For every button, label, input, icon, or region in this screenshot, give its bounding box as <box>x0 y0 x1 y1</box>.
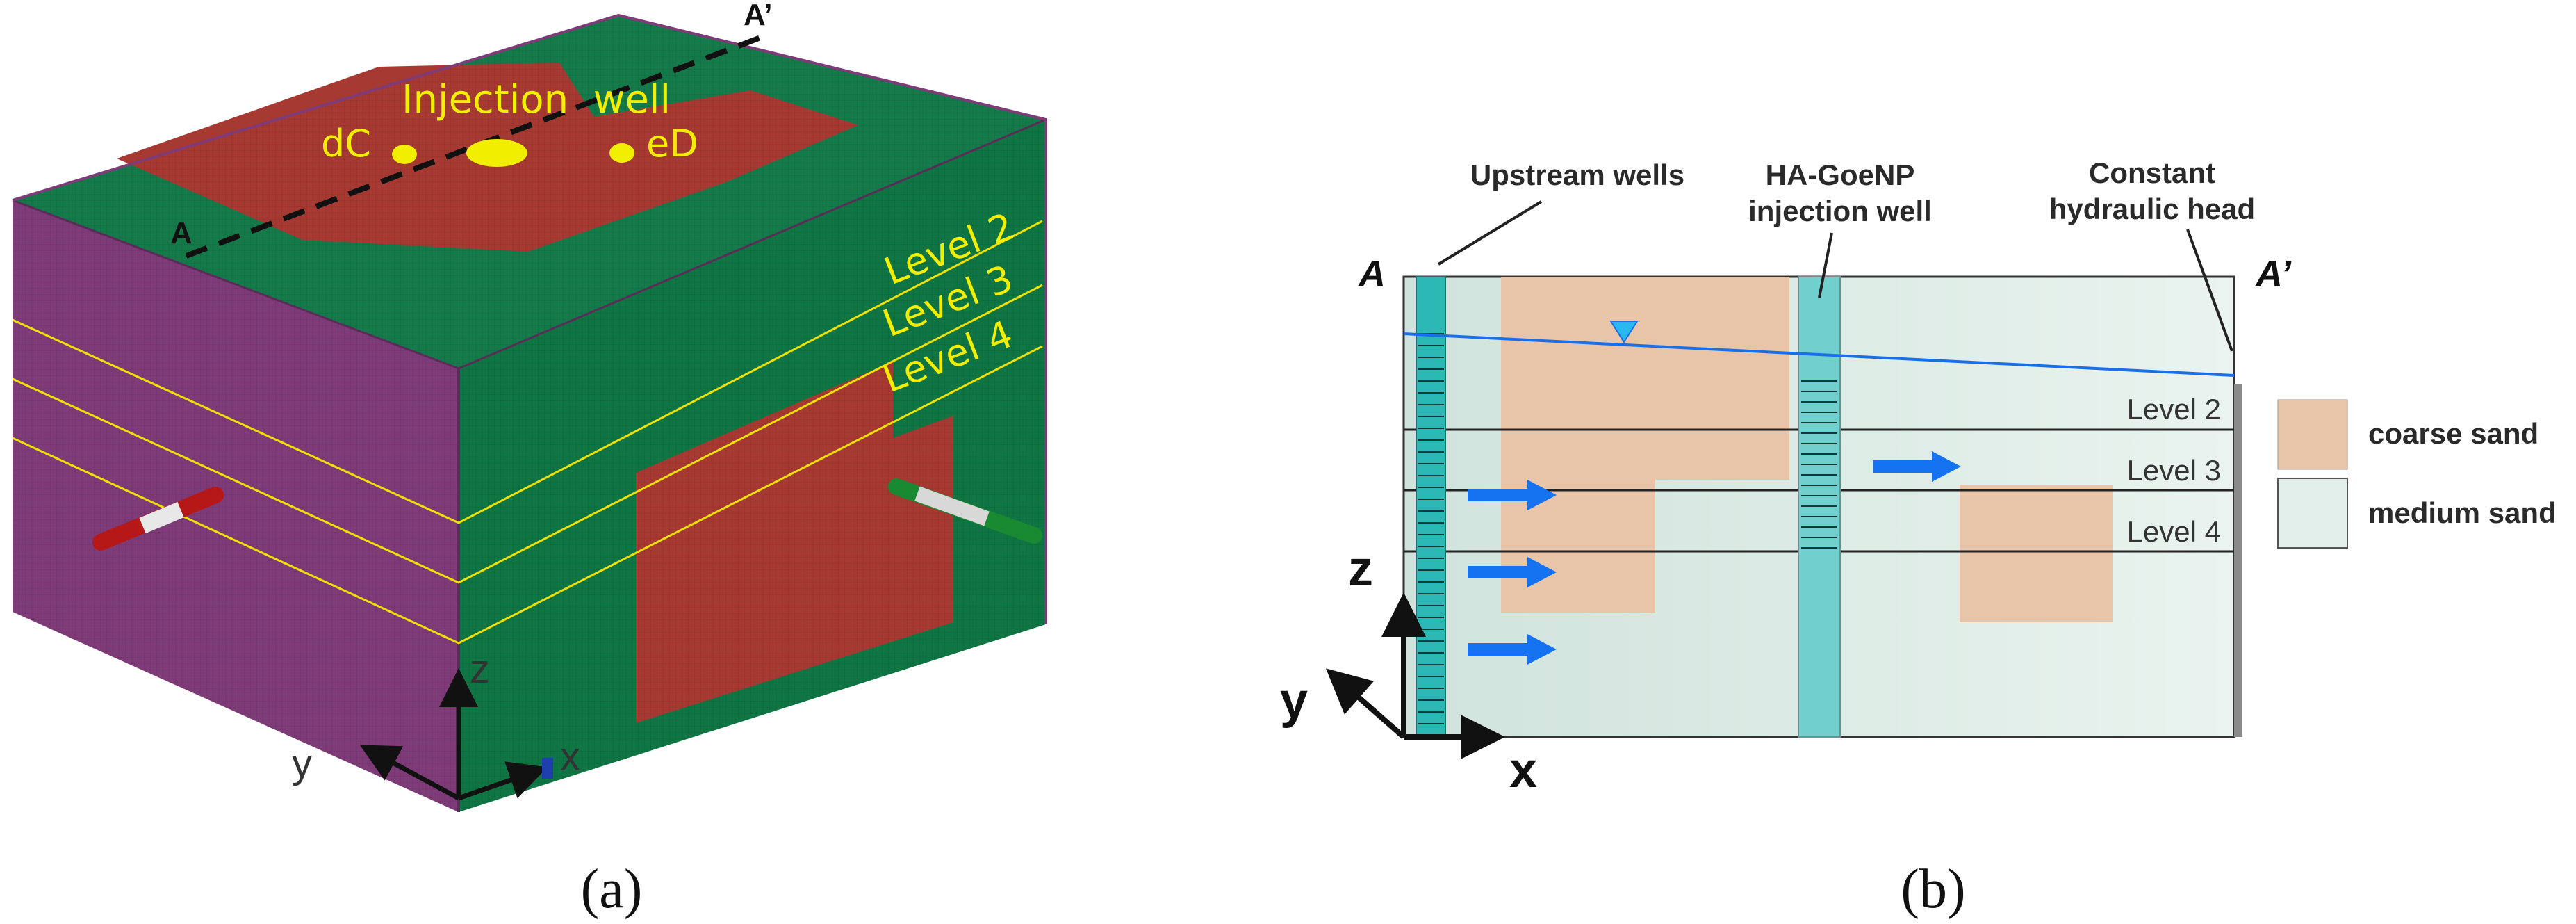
injection-well-marker <box>466 139 527 167</box>
legend-swatch-medium-sand <box>2277 478 2348 549</box>
panel-b-caption: (b) <box>1901 859 1965 920</box>
injection-well-label-2: injection well <box>1748 195 1932 227</box>
panel-a: A A’ Injection well dC eD Level 2 Level … <box>12 0 1047 920</box>
point-a-label: A <box>170 216 192 250</box>
water-table-line <box>1403 332 2235 377</box>
upstream-wells-label: Upstream wells <box>1470 159 1684 191</box>
legend: coarse sand medium sand <box>2277 399 2557 549</box>
section-level-3-label: Level 3 <box>2127 454 2221 487</box>
constant-head-boundary <box>2234 384 2242 737</box>
axis-z-label: z <box>470 647 490 692</box>
section-point-a-prime: A’ <box>2254 253 2292 295</box>
panel-a-caption: (a) <box>581 859 643 920</box>
injection-well-label-1: HA-GoeNP <box>1766 159 1915 191</box>
upstream-well-column <box>1416 276 1446 738</box>
coarse-sand-zone-1 <box>1501 277 1789 613</box>
green-well-pipe <box>888 478 1042 544</box>
point-a-prime-label: A’ <box>744 0 773 32</box>
section-axis-y-label: y <box>1280 673 1308 729</box>
axis-x-label: x <box>560 734 580 779</box>
well-ed-label: eD <box>646 122 698 165</box>
well-dc-label: dC <box>321 122 371 165</box>
section-axis-x-label: x <box>1509 743 1537 798</box>
level-lines <box>12 220 1043 645</box>
section-level-2-label: Level 2 <box>2127 393 2221 425</box>
red-well-pipe <box>92 487 224 551</box>
section-level-4-label: Level 4 <box>2127 515 2221 548</box>
axis-y-label: y <box>292 741 312 786</box>
constant-head-label-2: hydraulic head <box>2049 193 2255 225</box>
legend-label-medium-sand: medium sand <box>2368 496 2557 529</box>
well-dc-marker <box>392 145 417 164</box>
section-axis-y-arrow <box>1325 668 1406 740</box>
well-ed-marker <box>609 143 634 163</box>
legend-label-coarse-sand: coarse sand <box>2368 417 2538 450</box>
coarse-sand-zone-2 <box>1960 485 2113 622</box>
flow-arrows <box>1468 451 1961 665</box>
constant-head-label-1: Constant <box>2089 156 2215 189</box>
section-axis-z-label: z <box>1348 541 1373 597</box>
axis-y-arrow <box>359 745 460 801</box>
axis-x-marker <box>542 758 553 779</box>
water-table-marker <box>1609 321 1639 343</box>
axis-x-arrow <box>457 761 548 801</box>
panel-b: Level 2 Level 3 Level 4 Upstream wells H… <box>1280 156 2557 920</box>
section-point-a: A <box>1357 253 1386 295</box>
injection-well-label: Injection well <box>402 77 671 122</box>
injection-well-column <box>1798 276 1841 738</box>
legend-swatch-coarse-sand <box>2277 399 2348 470</box>
